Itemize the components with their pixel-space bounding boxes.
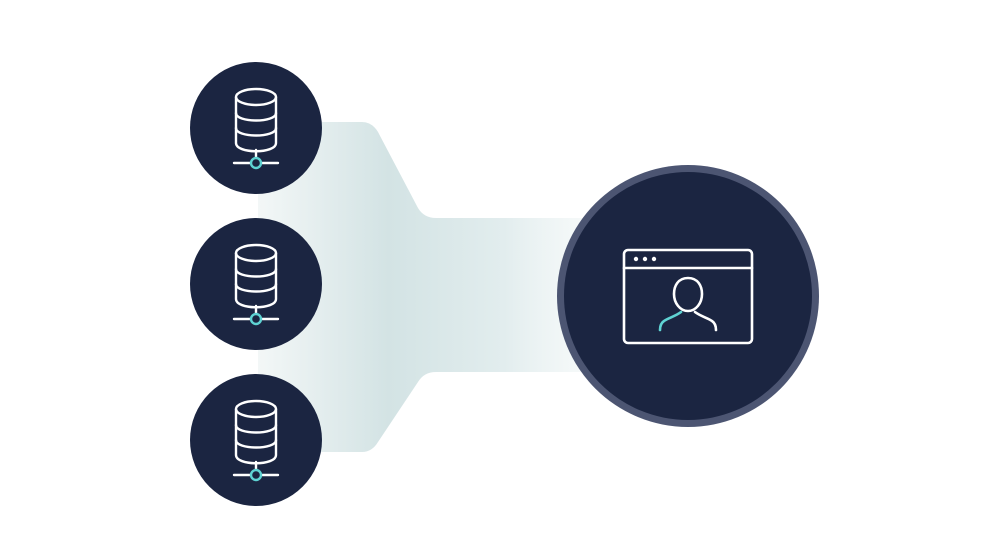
database-node-1 — [190, 62, 322, 194]
node-circle — [190, 62, 322, 194]
database-server-icon — [232, 87, 280, 170]
database-server-icon — [232, 399, 280, 482]
database-node-2 — [190, 218, 322, 350]
node-circle — [564, 172, 812, 420]
node-circle — [190, 374, 322, 506]
user-browser-node — [557, 165, 819, 427]
database-node-3 — [190, 374, 322, 506]
flow-funnel — [258, 122, 600, 452]
node-circle — [190, 218, 322, 350]
database-server-icon — [232, 243, 280, 326]
browser-user-icon — [622, 248, 754, 345]
